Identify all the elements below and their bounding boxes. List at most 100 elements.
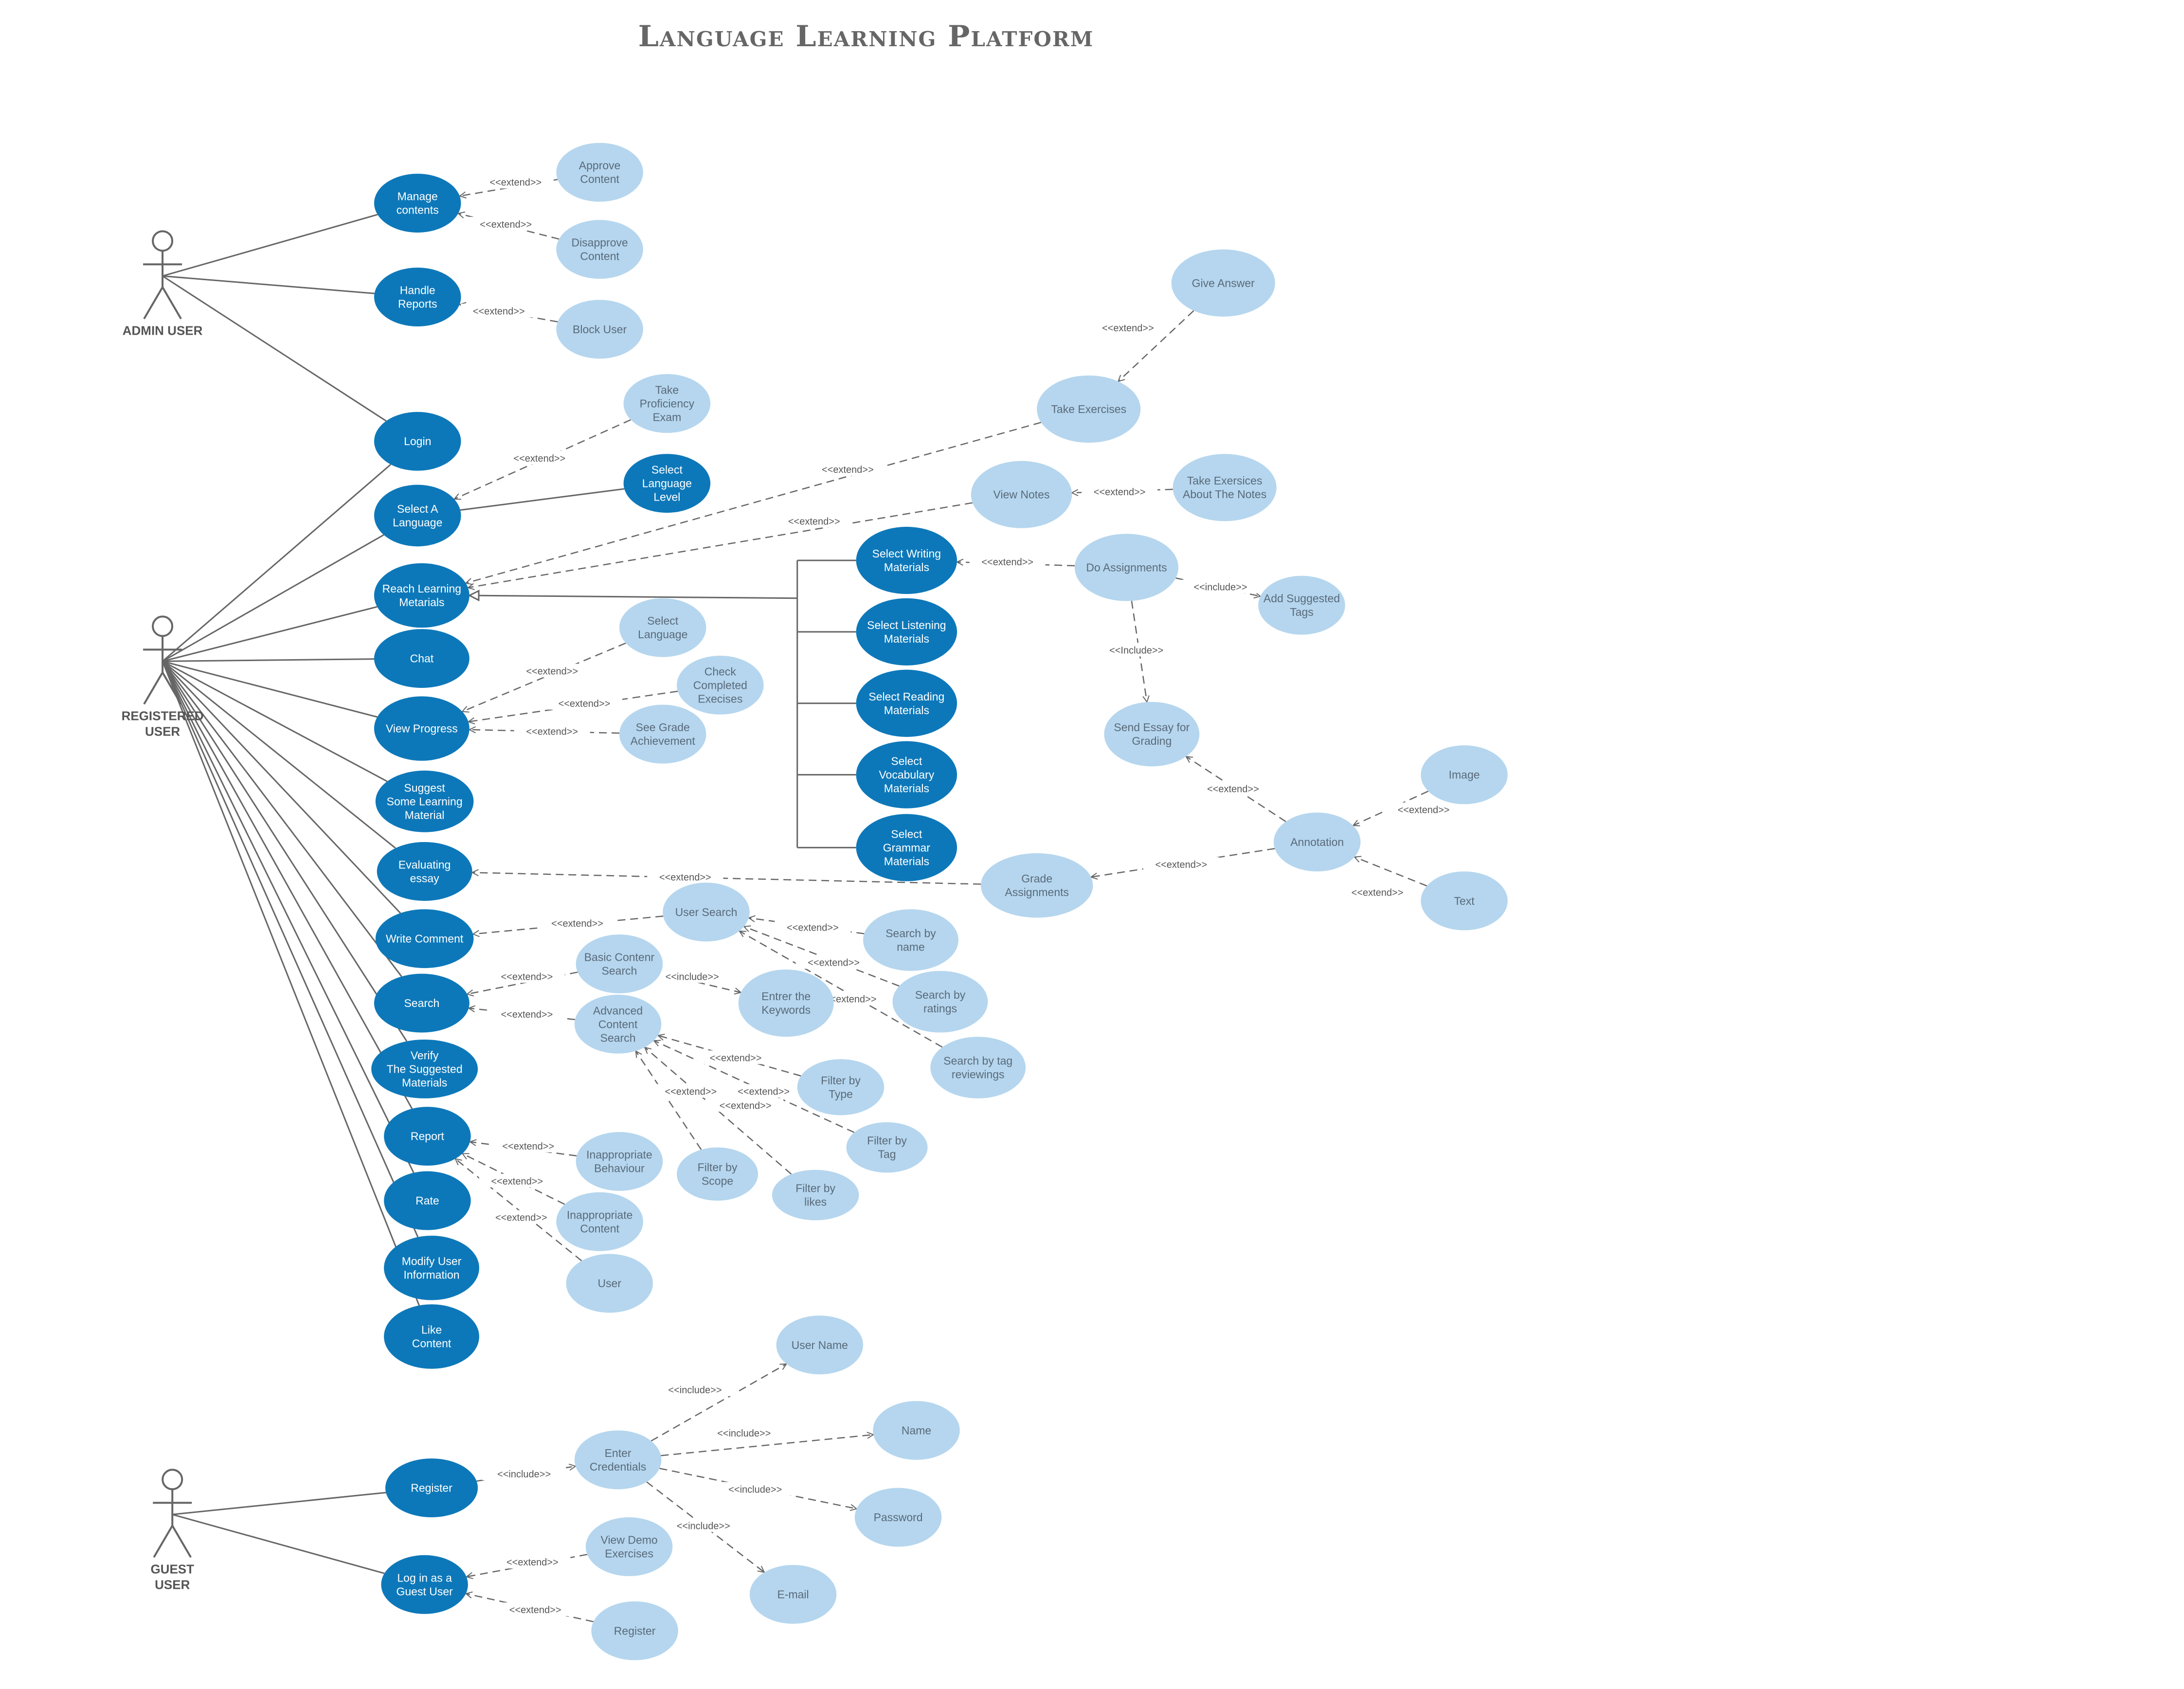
dependency-line (1186, 756, 1286, 822)
usecase-report[interactable]: Report (384, 1107, 471, 1166)
usecase-ellipse (1037, 375, 1141, 443)
usecase-label: contents (397, 204, 439, 216)
label-background (776, 514, 852, 528)
dependency-line (650, 1364, 786, 1442)
usecase-text[interactable]: Text (1421, 871, 1508, 931)
usecase-do-assignments[interactable]: Do Assignments (1074, 534, 1179, 601)
usecase-label: Select (891, 755, 922, 768)
stereotype-label: <<extend>> (720, 1100, 772, 1111)
stereotype-label: <<include>> (717, 1428, 771, 1439)
stereotype-label: <<extend>> (822, 465, 874, 475)
usecase-view-notes[interactable]: View Notes (971, 461, 1072, 528)
usecase-search[interactable]: Search (374, 973, 469, 1033)
usecase-login[interactable]: Login (374, 412, 461, 471)
actor-admin[interactable]: ADMIN USER (123, 230, 203, 338)
usecase-chat[interactable]: Chat (374, 629, 469, 688)
usecase-name[interactable]: Name (873, 1401, 960, 1460)
usecase-ellipse (854, 1488, 942, 1547)
usecase-give-answer[interactable]: Give Answer (1171, 249, 1275, 317)
usecase-user-name[interactable]: User Name (776, 1315, 864, 1375)
usecase-annotation[interactable]: Annotation (1273, 812, 1361, 872)
stereotype-label: <<extend>> (495, 1213, 547, 1223)
usecase-image[interactable]: Image (1421, 745, 1508, 805)
usecase-view-progress[interactable]: View Progress (374, 696, 469, 761)
stereotype-label: <<extend>> (808, 958, 860, 969)
usecase-email[interactable]: E-mail (749, 1564, 837, 1624)
usecase-user[interactable]: User (566, 1254, 653, 1313)
usecase-label: Disapprove (571, 236, 628, 249)
usecase-label: The Suggested (387, 1062, 463, 1075)
usecase-ellipse (374, 412, 461, 471)
usecase-label: Search by tag (943, 1055, 1012, 1067)
usecase-register[interactable]: Register (385, 1458, 478, 1518)
usecase-write-comment[interactable]: Write Comment (375, 909, 474, 969)
usecase-password[interactable]: Password (854, 1488, 942, 1547)
usecase-take-exercises[interactable]: Take Exercises (1037, 375, 1141, 443)
usecase-label: Material (405, 809, 445, 821)
usecase-label: Give Answer (1192, 277, 1255, 289)
usecase-label: Content (412, 1337, 451, 1350)
usecase-label: Select A (397, 503, 438, 515)
usecase-label: Suggest (404, 781, 445, 794)
stereotype-label: <<extend>> (489, 177, 541, 188)
usecase-label: Write Comment (386, 933, 464, 945)
usecase-block-user[interactable]: Block User (556, 300, 643, 359)
stereotype-label: <<extend>> (501, 1009, 553, 1020)
usecase-ellipse (556, 300, 643, 359)
usecase-guest-register[interactable]: Register (591, 1601, 678, 1660)
usecase-ellipse (384, 1236, 479, 1300)
association-line (162, 275, 387, 422)
usecase-label: Enter (605, 1447, 632, 1459)
stereotype-label: <<extend>> (551, 918, 603, 929)
usecase-rate[interactable]: Rate (384, 1171, 471, 1230)
usecase-label: Filter by (698, 1161, 738, 1173)
stereotype-label: <<Include>> (1109, 645, 1163, 656)
usecase-label: Register (411, 1482, 452, 1494)
usecase-user-search[interactable]: User Search (663, 882, 750, 942)
stereotype-label: <<include>> (666, 971, 719, 982)
